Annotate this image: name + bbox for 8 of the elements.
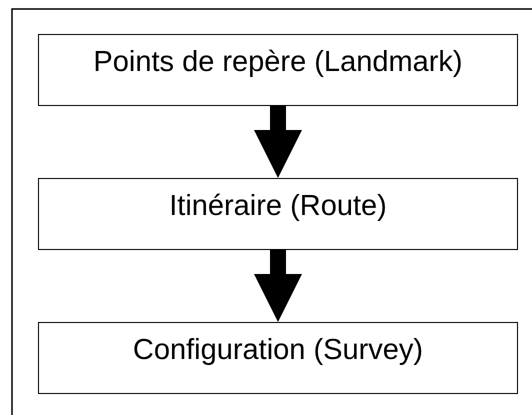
box-label: Points de repère (Landmark) (93, 45, 463, 79)
arrow (254, 250, 302, 322)
process-box (38, 178, 518, 250)
box-label: Itinéraire (Route) (169, 189, 387, 223)
process-box (38, 34, 518, 106)
process-box (38, 322, 518, 394)
arrow (254, 106, 302, 178)
box-label: Configuration (Survey) (132, 333, 424, 367)
